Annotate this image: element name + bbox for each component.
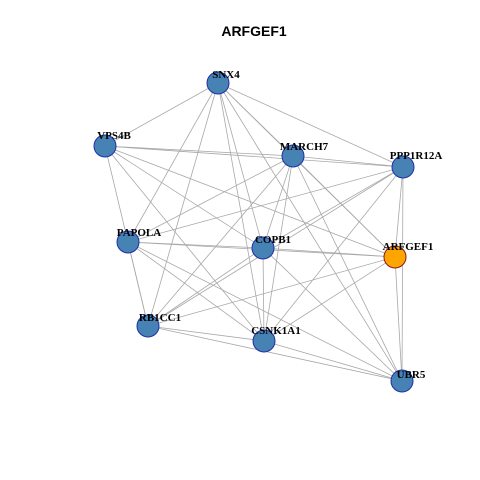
edge-snx4-rb1cc1 — [147, 82, 219, 327]
edge-snx4-ppp1r12a — [217, 82, 404, 168]
edge-papola-rb1cc1 — [127, 241, 149, 327]
edge-ppp1r12a-papola — [127, 166, 404, 243]
node-rb1cc1[interactable] — [136, 314, 160, 338]
node-copb1[interactable] — [251, 236, 275, 260]
node-label-march7: MARCH7 — [280, 141, 329, 153]
edge-snx4-papola — [127, 82, 219, 243]
node-layer — [93, 71, 415, 393]
edge-arfgef1-rb1cc1 — [147, 256, 396, 327]
diagram-title: ARFGEF1 — [221, 23, 287, 39]
edge-vps4b-march7 — [104, 145, 294, 157]
node-csnk1a1[interactable] — [252, 329, 276, 353]
edge-snx4-csnk1a1 — [217, 82, 265, 342]
edge-march7-csnk1a1 — [263, 155, 294, 342]
edge-rb1cc1-csnk1a1 — [147, 325, 265, 342]
edge-papola-ubr5 — [127, 241, 403, 382]
edge-march7-papola — [127, 155, 294, 243]
edge-copb1-csnk1a1 — [262, 247, 265, 342]
node-snx4[interactable] — [206, 71, 230, 95]
edge-ppp1r12a-rb1cc1 — [147, 166, 404, 327]
edge-layer — [104, 82, 404, 382]
node-label-papola: PAPOLA — [117, 227, 161, 239]
node-label-vps4b: VPS4B — [97, 130, 131, 142]
node-label-snx4: SNX4 — [212, 69, 240, 81]
edge-arfgef1-ubr5 — [394, 256, 403, 382]
node-label-ubr5: UBR5 — [397, 369, 426, 381]
edge-ppp1r12a-csnk1a1 — [263, 166, 404, 342]
edge-ppp1r12a-copb1 — [262, 166, 404, 249]
edge-ppp1r12a-ubr5 — [401, 166, 404, 382]
edge-snx4-vps4b — [104, 82, 219, 147]
edge-march7-ppp1r12a — [292, 155, 404, 168]
node-arfgef1[interactable] — [383, 245, 407, 269]
edge-rb1cc1-ubr5 — [147, 325, 403, 382]
edge-snx4-copb1 — [217, 82, 264, 249]
node-vps4b[interactable] — [93, 134, 117, 158]
edge-march7-ubr5 — [292, 155, 403, 382]
edge-copb1-arfgef1 — [262, 247, 396, 258]
edge-march7-arfgef1 — [292, 155, 396, 258]
edge-snx4-ubr5 — [217, 82, 403, 382]
edge-copb1-ubr5 — [262, 247, 403, 382]
node-ppp1r12a[interactable] — [391, 155, 415, 179]
edge-papola-csnk1a1 — [127, 241, 265, 342]
edge-vps4b-arfgef1 — [104, 145, 396, 258]
edge-vps4b-copb1 — [104, 145, 264, 249]
edge-march7-rb1cc1 — [147, 155, 294, 327]
node-label-csnk1a1: CSNK1A1 — [251, 325, 301, 337]
edge-ppp1r12a-arfgef1 — [394, 166, 404, 258]
node-papola[interactable] — [116, 230, 140, 254]
node-label-copb1: COPB1 — [255, 234, 291, 246]
edge-vps4b-ppp1r12a — [104, 145, 404, 168]
edge-vps4b-csnk1a1 — [104, 145, 265, 342]
edge-copb1-rb1cc1 — [147, 247, 264, 327]
node-label-rb1cc1: RB1CC1 — [139, 312, 181, 324]
edge-march7-copb1 — [262, 155, 294, 249]
edge-arfgef1-csnk1a1 — [263, 256, 396, 342]
node-label-arfgef1: ARFGEF1 — [383, 241, 434, 253]
node-label-ppp1r12a: PPP1R12A — [390, 150, 443, 162]
node-ubr5[interactable] — [390, 369, 414, 393]
node-march7[interactable] — [281, 144, 305, 168]
edge-csnk1a1-ubr5 — [263, 340, 403, 382]
